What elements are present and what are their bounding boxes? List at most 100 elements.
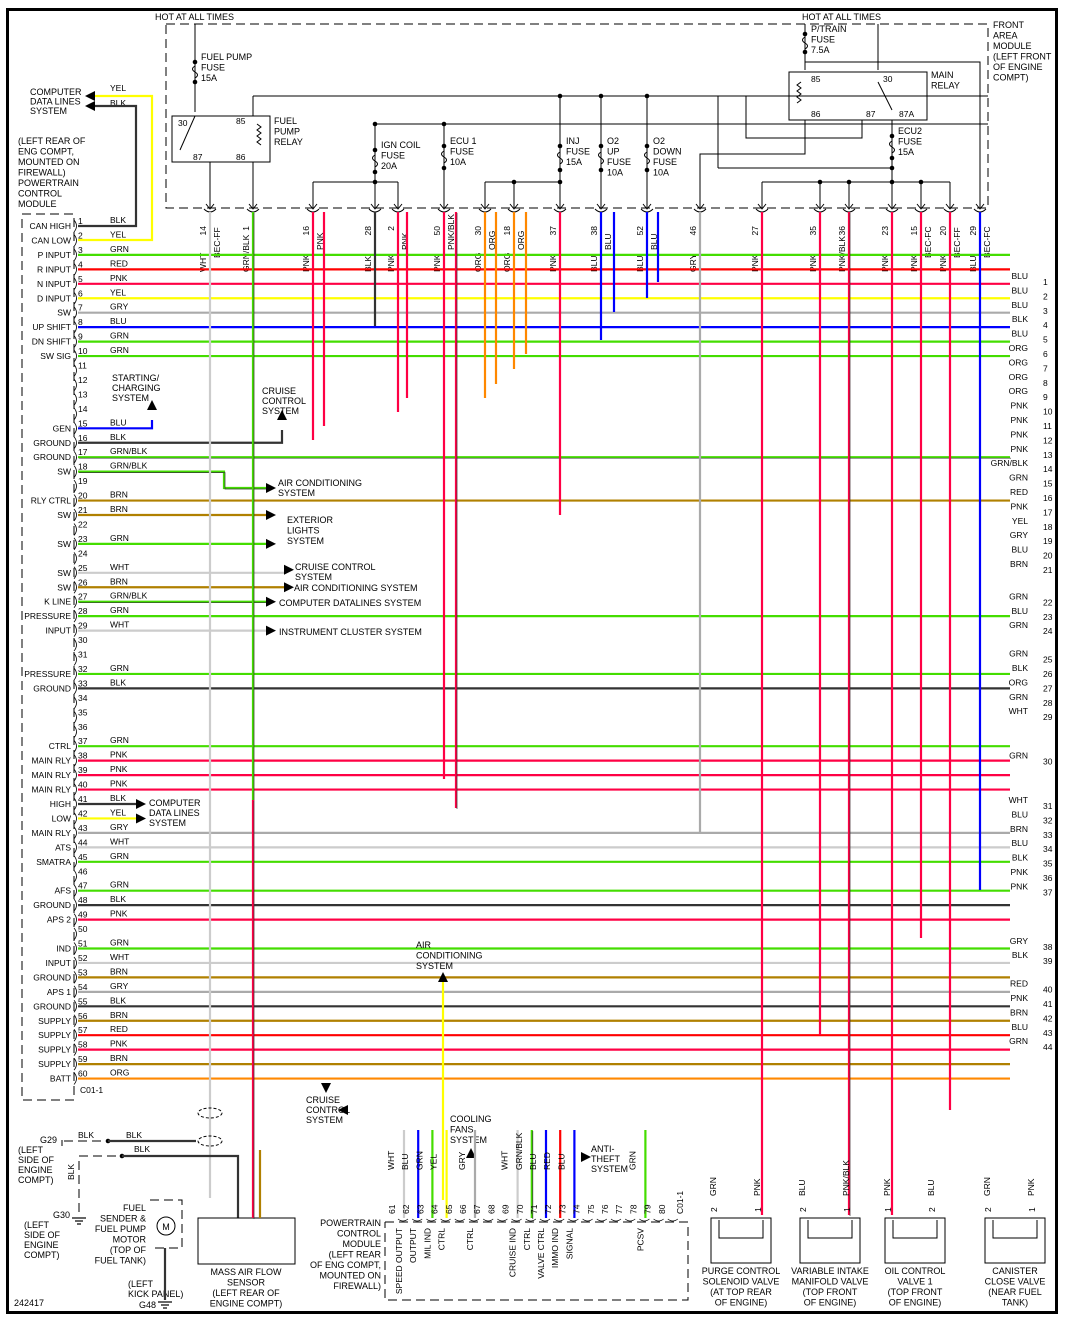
ground-g29-label: G29 <box>40 1135 57 1145</box>
pcm-pin-socket-icon <box>73 696 77 710</box>
ptrain-to-29 <box>805 61 981 208</box>
pcm-pin-name: BATT <box>50 1074 71 1084</box>
right-wire-label: BLU <box>1011 838 1028 848</box>
pcm-bottom-socket-icon <box>397 1218 409 1222</box>
purge-control-solenoid-valve-coil-icon <box>718 1220 764 1239</box>
ign-coil-fuse-label: FUSE <box>381 151 405 161</box>
pcm-bottom-socket-icon <box>497 1218 508 1222</box>
pcm-bottom-pin-name: VALVE CTRL <box>536 1228 546 1279</box>
right-wire-label: BLU <box>1011 545 1028 555</box>
pcm-pin-wire-label: BLK <box>110 793 126 803</box>
main-relay-pin-86: 86 <box>811 109 821 119</box>
pcm-pin-number: 32 <box>78 664 88 674</box>
pcm-pin-wire-label: BLK <box>110 215 126 225</box>
top-connector-wire-label: BLU <box>968 255 978 272</box>
pcm-pin-socket-icon <box>73 248 77 262</box>
right-wire-label: BLU <box>1011 329 1028 339</box>
top-connector-pin: 2 <box>386 226 396 231</box>
component-wire-label: BLU <box>797 1179 807 1196</box>
pcm-pin-socket-icon <box>73 450 77 464</box>
pcm-pin-name: CAN HIGH <box>29 221 71 231</box>
front-area-module-box <box>165 23 989 209</box>
pcm-bottom-socket-icon <box>596 1218 608 1222</box>
o2-up-fuse-label: O2 <box>607 136 619 146</box>
pcm-pin-name: GEN <box>53 423 71 433</box>
pcm-pin-name: GROUND <box>33 900 71 910</box>
maf-sensor-label: MASS AIR FLOW <box>210 1267 282 1277</box>
pcm-pin-name: GROUND <box>33 1001 71 1011</box>
pcm-pin-number: 3 <box>78 245 83 255</box>
pcm-bottom-pin-name: SPEED OUTPUT <box>394 1228 404 1294</box>
right-wire-number: 4 <box>1043 320 1048 330</box>
pcm-bottom-pin-name: OUTPUT <box>408 1228 418 1263</box>
pcm-bottom-wire-label: GRN <box>414 1151 424 1170</box>
pcm-pin-wire-label: PNK <box>110 909 128 919</box>
cruise-control-system-label-1: CRUISE <box>262 386 296 396</box>
right-wire-label: ORG <box>1009 343 1028 353</box>
pcm-pin-wire-label: GRY <box>110 822 129 832</box>
pcm-pin-number: 2 <box>78 230 83 240</box>
pcm-title: FIREWALL) <box>18 168 66 178</box>
right-wire-number: 11 <box>1043 421 1052 431</box>
pcm-pin-number: 7 <box>78 303 83 313</box>
pcm-pin-socket-icon <box>73 783 77 796</box>
component-pin: 1 <box>1027 1207 1037 1212</box>
pcm-bottom-wire-label: WHT <box>500 1151 510 1170</box>
fuel-pump-relay-box <box>171 115 271 163</box>
top-connector-wire-label: ORG <box>473 253 483 272</box>
pcm-pin-number: 13 <box>78 389 88 399</box>
right-wire-label: BLU <box>1011 300 1028 310</box>
variable-intake-manifold-valve-label: VARIABLE INTAKE <box>791 1266 869 1276</box>
pcm-pin-name: GROUND <box>33 452 71 462</box>
pcm-bottom-wire-label: WHT <box>386 1151 396 1170</box>
cruise-control-system-label-1: CONTROL <box>262 396 306 406</box>
canister-close-valve-label: (NEAR FUEL <box>988 1287 1042 1297</box>
exterior-lights-system-label: LIGHTS <box>287 526 320 536</box>
pcm-pin-number: 38 <box>78 751 88 761</box>
pcm-pin-number: 37 <box>78 736 88 746</box>
ground-g30-location: COMPT) <box>24 1250 60 1260</box>
wire-pin-27 <box>78 600 267 604</box>
pcm-pin-name: GROUND <box>33 438 71 448</box>
oil-control-valve-1-coil-icon <box>892 1220 938 1239</box>
right-wire-label: GRN <box>1009 692 1028 702</box>
pcm-pin-number: 50 <box>78 924 88 934</box>
relay-switch <box>179 115 196 151</box>
pcm-pin-number: 45 <box>78 852 88 862</box>
pcm-pin-wire-label: GRN/BLK <box>110 461 148 471</box>
pcm-pin-wire-label: WHT <box>110 562 129 572</box>
right-wire-number: 35 <box>1043 859 1053 869</box>
pcm-pin-socket-icon <box>73 653 77 666</box>
relay-pin-30: 30 <box>178 118 188 128</box>
pcm-pin-wire-label: YEL <box>110 807 126 817</box>
pcm-pin-name: SW <box>57 510 71 520</box>
top-connector-pin: 36 <box>837 226 847 236</box>
pcm-title: ENG COMPT, <box>18 147 74 157</box>
right-wire-label: PNK <box>1011 415 1029 425</box>
pcm-pin-number: 8 <box>78 317 83 327</box>
pcm-pin-number: 47 <box>78 881 88 891</box>
pcm-bottom-socket-icon <box>525 1218 537 1222</box>
pcm-pin-wire-label: WHT <box>110 836 129 846</box>
pcm-pin-number: 49 <box>78 910 88 920</box>
right-wire-label: PNK <box>1011 881 1029 891</box>
top-connector-wire-label: PNK <box>909 254 919 272</box>
pcm-pin-wire-label: YEL <box>110 287 126 297</box>
pcm-pin-name: R INPUT <box>37 264 71 274</box>
top-connector-wire-label: ORG <box>502 253 512 272</box>
pcm-pin-wire-label: BLK <box>110 995 126 1005</box>
pcm-pin-name: P INPUT <box>38 250 71 260</box>
ground-g48-location: (LEFT <box>128 1279 154 1289</box>
wire-drop <box>454 212 458 809</box>
pcm-bottom-title: MOUNTED ON <box>320 1271 382 1281</box>
main-relay-87-out <box>745 96 863 139</box>
maf-sensor-label: (LEFT REAR OF <box>212 1288 280 1298</box>
pcm-pin-name: GROUND <box>33 683 71 693</box>
pcm-pin-wire-label: ORG <box>110 1068 129 1078</box>
ground-g30-location: SIDE OF <box>24 1230 61 1240</box>
right-wire-number: 33 <box>1043 830 1053 840</box>
pcm-pin-number: 35 <box>78 707 88 717</box>
right-wire-number: 19 <box>1043 536 1053 546</box>
fuel-sender-label: MOTOR <box>113 1235 147 1245</box>
